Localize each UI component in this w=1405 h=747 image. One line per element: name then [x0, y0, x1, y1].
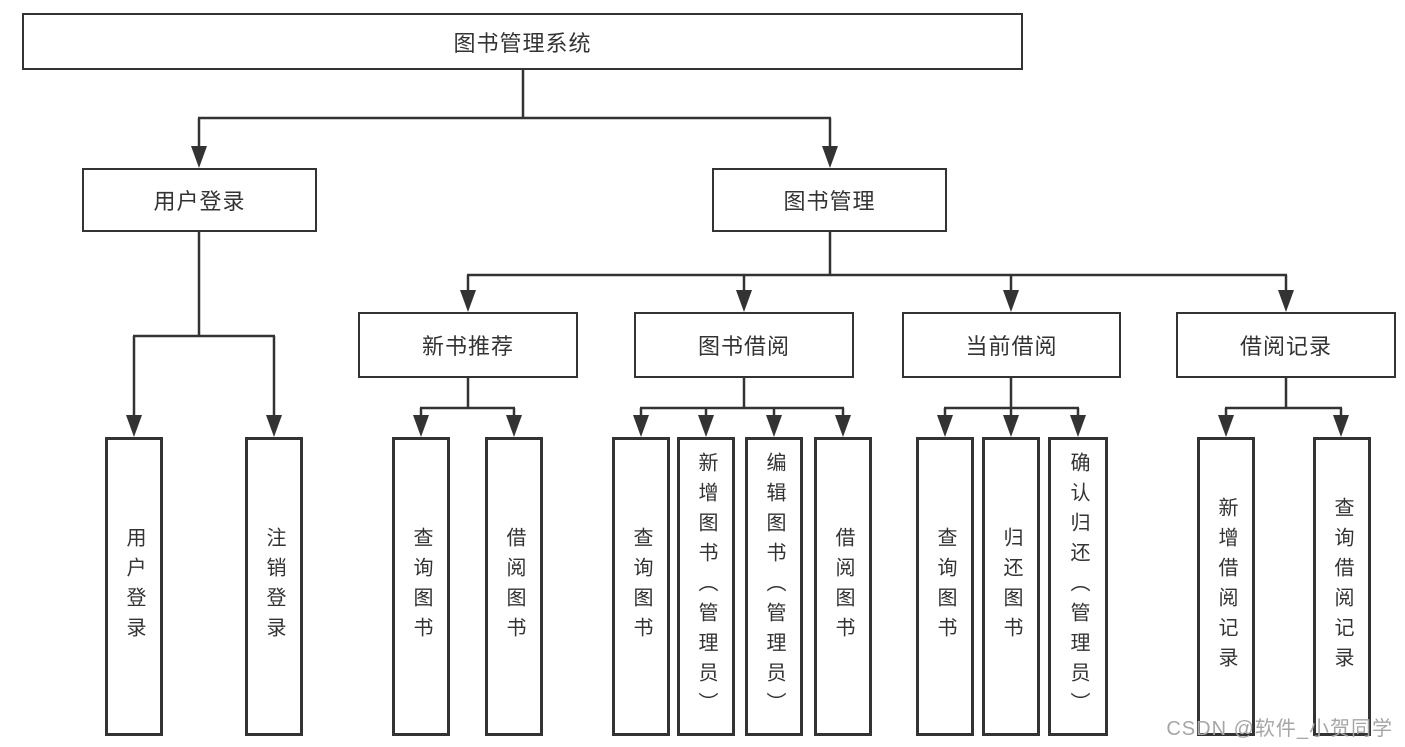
connector-line [132, 70, 1343, 421]
node-label: 新书推荐 [421, 334, 514, 359]
node-leaf-query-borrow-record: 查询借阅记录 [1313, 437, 1371, 736]
node-leaf-return-books: 归还图书 [982, 437, 1040, 736]
node-label: 图书管理系统 [453, 30, 592, 56]
node-leaf-borrow-books-recommend: 借阅图书 [485, 437, 543, 736]
node-label: 查询图书 [410, 526, 432, 647]
node-label: 归还图书 [1000, 526, 1022, 647]
node-label: 注销登录 [263, 526, 285, 647]
arrowhead-icon [126, 146, 1349, 437]
node-user-login: 用户登录 [82, 168, 317, 232]
node-library-system: 图书管理系统 [22, 13, 1023, 70]
csdn-watermark: CSDN @软件_小贺同学 [1166, 718, 1393, 740]
node-label: 确认归还（管理员） [1067, 451, 1089, 722]
node-current-borrowing: 当前借阅 [902, 312, 1121, 378]
node-book-borrowing: 图书借阅 [634, 312, 854, 378]
node-leaf-query-books-current: 查询图书 [916, 437, 974, 736]
node-label: 用户登录 [153, 189, 246, 214]
node-label: 图书借阅 [697, 334, 790, 359]
node-leaf-logout: 注销登录 [245, 437, 303, 736]
node-leaf-edit-books-admin: 编辑图书（管理员） [745, 437, 803, 736]
node-label: 查询图书 [934, 526, 956, 647]
node-leaf-user-login: 用户登录 [105, 437, 163, 736]
node-label: 查询图书 [630, 526, 652, 647]
node-label: 编辑图书（管理员） [763, 451, 785, 722]
node-label: 图书管理 [783, 189, 876, 214]
node-label: 借阅图书 [503, 526, 525, 647]
node-leaf-borrow-books-borrowing: 借阅图书 [814, 437, 872, 736]
node-leaf-query-books-borrowing: 查询图书 [612, 437, 670, 736]
node-label: 新增借阅记录 [1215, 496, 1237, 677]
node-label: 当前借阅 [965, 334, 1058, 359]
node-leaf-confirm-return-admin: 确认归还（管理员） [1048, 437, 1108, 736]
node-new-book-recommend: 新书推荐 [358, 312, 578, 378]
node-borrowing-records: 借阅记录 [1176, 312, 1396, 378]
node-leaf-query-books-recommend: 查询图书 [392, 437, 450, 736]
node-label: 借阅图书 [832, 526, 854, 647]
node-leaf-add-borrow-record: 新增借阅记录 [1197, 437, 1255, 736]
node-label: 新增图书（管理员） [695, 451, 717, 722]
node-book-management: 图书管理 [712, 168, 947, 232]
node-label: 借阅记录 [1239, 334, 1332, 359]
node-label: 查询借阅记录 [1331, 496, 1353, 677]
node-leaf-add-books-admin: 新增图书（管理员） [677, 437, 735, 736]
node-label: 用户登录 [123, 526, 145, 647]
